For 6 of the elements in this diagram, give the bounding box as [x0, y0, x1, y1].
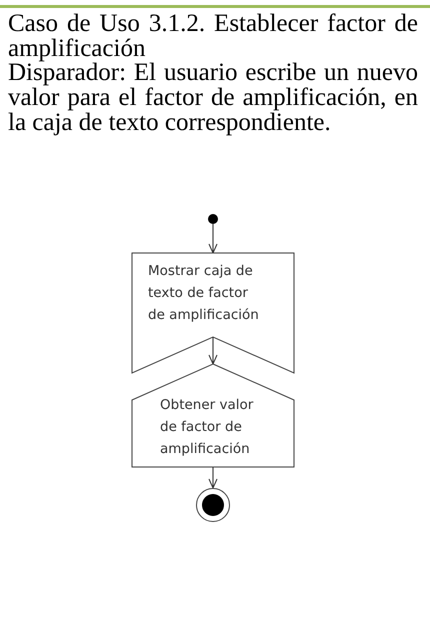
action-label: Mostrar caja de texto de factor de amplificación	[148, 262, 260, 325]
heading: Caso de Uso 3.1.2. Establecer factor de amplificación	[8, 12, 418, 62]
action-label: Obtener valor de factor de amplificación	[160, 396, 254, 459]
trigger-paragraph: Disparador: El usuario escribe un nuevo valor para el factor de amplificación, en la caja de texto correspondiente.	[8, 61, 418, 136]
arrow	[208, 224, 218, 254]
arrow	[208, 466, 218, 488]
